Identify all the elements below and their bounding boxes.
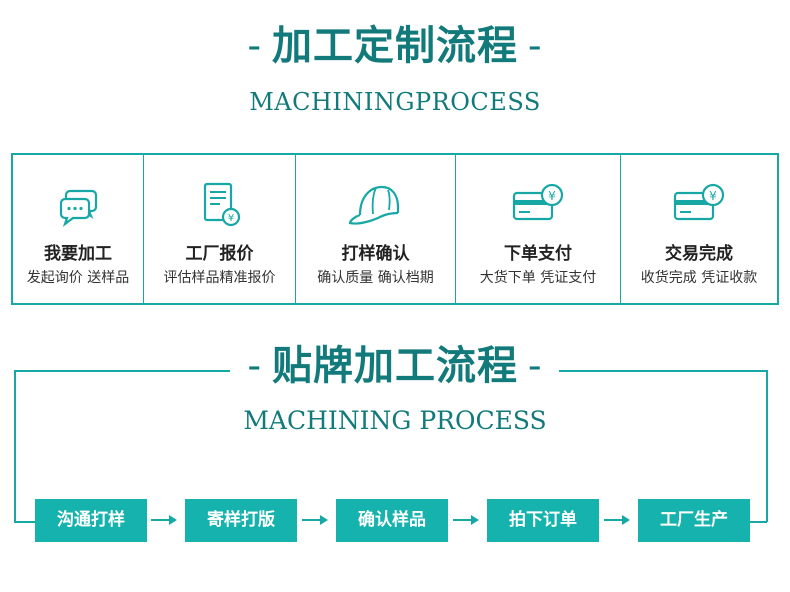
document-quote-icon: ¥ [203, 182, 240, 227]
arrow-right-icon [604, 515, 630, 525]
step-card-order[interactable]: ¥ 下单支付 大货下单 凭证支付 [456, 155, 621, 303]
flow-step-confirm-sample[interactable]: 确认样品 [336, 499, 448, 542]
step-card-sample[interactable]: 打样确认 确认质量 确认档期 [296, 155, 456, 303]
card-payment-icon: ¥ [512, 183, 564, 221]
svg-text:¥: ¥ [227, 213, 233, 224]
title-dash-right: - [528, 23, 543, 69]
step-title: 下单支付 [504, 244, 572, 264]
title-dash-right: - [528, 343, 543, 389]
step-title: 交易完成 [665, 244, 733, 264]
chat-bubbles-icon [59, 189, 98, 227]
flow-step-place-order[interactable]: 拍下订单 [487, 499, 599, 542]
arrow-right-icon [453, 515, 479, 525]
svg-text:¥: ¥ [709, 189, 717, 203]
flow-step-production[interactable]: 工厂生产 [638, 499, 750, 542]
cap-icon [348, 185, 399, 225]
process-title-text: 加工定制流程 [272, 22, 518, 69]
arrow-right-icon [151, 515, 177, 525]
frame-bottom-right [746, 521, 767, 523]
oem-title-text: 贴牌加工流程 [272, 342, 518, 389]
svg-text:¥: ¥ [548, 189, 556, 203]
step-card-quote[interactable]: ¥ 工厂报价 评估样品精准报价 [144, 155, 296, 303]
frame-left [14, 370, 16, 522]
step-desc: 大货下单 凭证支付 [479, 270, 597, 286]
flow-step-communicate[interactable]: 沟通打样 [35, 499, 147, 542]
title-dash-left: - [247, 343, 262, 389]
step-desc: 发起询价 送样品 [26, 270, 130, 286]
oem-subtitle: MACHINING PROCESS [243, 406, 547, 435]
step-title: 工厂报价 [185, 244, 254, 264]
step-title: 打样确认 [341, 244, 410, 264]
step-card-inquiry[interactable]: 我要加工 发起询价 送样品 [13, 155, 144, 303]
process-subtitle: MACHININGPROCESS [249, 88, 541, 116]
arrow-right-icon [302, 515, 328, 525]
step-desc: 收货完成 凭证收款 [640, 270, 758, 286]
step-title: 我要加工 [44, 244, 112, 264]
process-title: -加工定制流程- [0, 18, 790, 74]
step-card-complete[interactable]: ¥ 交易完成 收货完成 凭证收款 [621, 155, 777, 303]
flow-step-send-sample[interactable]: 寄样打版 [185, 499, 297, 542]
frame-top-left [14, 370, 230, 372]
frame-right [766, 370, 768, 522]
title-dash-left: - [247, 23, 262, 69]
step-desc: 确认质量 确认档期 [317, 270, 434, 286]
oem-title: -贴牌加工流程- [0, 338, 790, 394]
frame-bottom-left [14, 521, 36, 523]
card-payment-icon: ¥ [673, 183, 725, 221]
step-desc: 评估样品精准报价 [163, 270, 276, 286]
process-steps-box: 我要加工 发起询价 送样品 ¥ 工厂报价 评估样品精准报价 打样确认 确认质量 … [11, 153, 779, 305]
frame-top-right [559, 370, 767, 372]
